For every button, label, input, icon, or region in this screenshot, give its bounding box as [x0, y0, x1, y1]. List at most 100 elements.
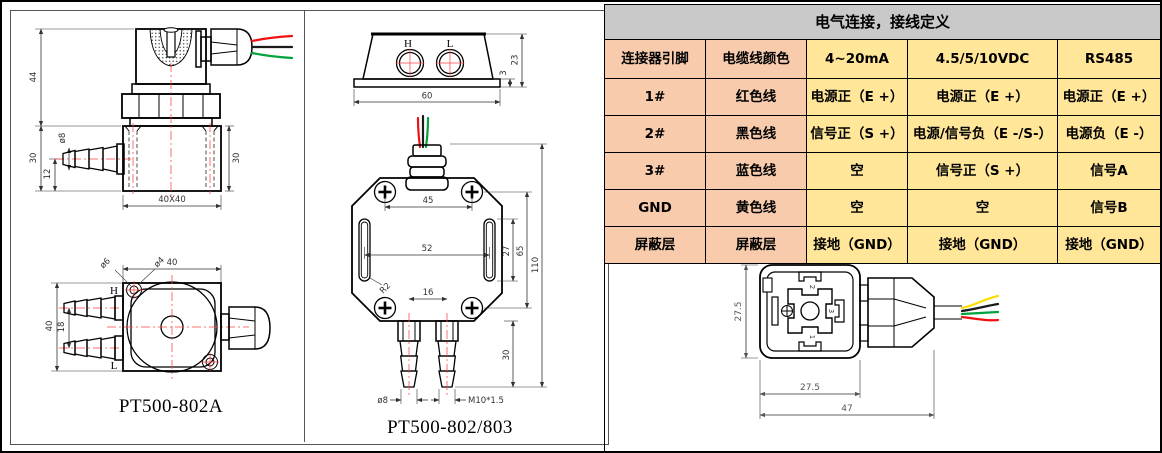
table-title-row: 电气连接，接线定义 — [603, 4, 1160, 40]
dim-height-27-5: 27.5 — [734, 301, 744, 321]
pt500-802-803-front-view: 45 52 27 65 110 — [351, 114, 547, 406]
table-cell: 电源正（E +） — [907, 78, 1058, 116]
keying-tab — [762, 277, 773, 293]
pt500-802-803-drawing: H L 23 3 60 — [351, 32, 547, 438]
center-screw-hole — [800, 301, 820, 321]
table-cell: 信号B — [1056, 189, 1160, 227]
dim-18: 18 — [57, 322, 67, 333]
wiring-table-wrap: 电气连接，接线定义 连接器引脚 电缆线颜色 4~20mA 4.5/5/10VDC… — [603, 4, 1160, 264]
green-wire — [250, 51, 294, 60]
dim-total-47: 47 — [841, 404, 852, 414]
table-row: 2# 黑色线 信号正（S +） 电源/信号负（E -/S-） 电源负（E -） — [604, 115, 1160, 153]
dim-16: 16 — [423, 288, 434, 298]
port-l-label: L — [111, 360, 118, 372]
col-header-color: 电缆线颜色 — [705, 39, 807, 79]
table-cell: 空 — [806, 189, 908, 227]
dim-3: 3 — [499, 70, 509, 75]
table-cell: 空 — [907, 189, 1058, 227]
dim-30-left: 30 — [29, 153, 39, 164]
ground-slot — [771, 296, 779, 326]
pt500-802-803-top-view: H L 23 3 60 — [353, 32, 527, 106]
barb-down-right — [437, 340, 457, 388]
black-wire — [960, 302, 1000, 313]
dim-30-right: 30 — [232, 153, 242, 164]
dim-23: 23 — [511, 55, 521, 66]
table-cell: 黄色线 — [705, 189, 807, 227]
pt500-802a-top-view: 40 40 18 — [45, 255, 271, 379]
dim-110: 110 — [531, 257, 541, 273]
yellow-wire — [960, 294, 1000, 310]
dim-60: 60 — [422, 92, 433, 102]
side-slot-left — [358, 218, 371, 282]
side-slot-right — [483, 218, 496, 282]
din-connector-dimensions: 27.5 27.5 47 — [734, 264, 935, 419]
dim-r2: R2 — [378, 281, 393, 296]
table-header-row: 连接器引脚 电缆线颜色 4~20mA 4.5/5/10VDC RS485 — [604, 39, 1160, 79]
dim-d8: ø8 — [58, 133, 68, 144]
col-header-pin: 连接器引脚 — [604, 39, 706, 79]
table-row: 屏蔽层 屏蔽层 接地（GND） 接地（GND） 接地（GND） — [604, 226, 1160, 264]
dim-d8: ø8 — [377, 396, 388, 406]
center-block — [787, 288, 833, 334]
table-cell: 1# — [604, 78, 706, 116]
table-cell: 电源正（E +） — [806, 78, 908, 116]
table-cell: 信号A — [1056, 152, 1160, 190]
sensor-body — [122, 125, 222, 192]
pin-3-contact — [834, 299, 845, 323]
table-row: 3# 蓝色线 空 信号正（S +） 信号A — [604, 152, 1160, 190]
din-connector-gland — [859, 277, 1000, 348]
dim-40-left: 40 — [45, 321, 55, 332]
barb-port-h — [63, 296, 116, 320]
table-cell: 接地（GND） — [806, 226, 908, 264]
col-header-420ma: 4~20mA — [806, 39, 908, 79]
table-cell: 电源/信号负（E -/S-） — [907, 115, 1058, 153]
caption-pt500-802-803: PT500-802/803 — [387, 417, 513, 438]
barb-port-l — [63, 336, 116, 360]
barb-down-left — [399, 340, 419, 388]
enclosure-octagon — [351, 177, 503, 322]
table-cell: 黑色线 — [705, 115, 807, 153]
table-cell: 红色线 — [705, 78, 807, 116]
barb-fitting-side — [62, 145, 118, 173]
col-header-rs485: RS485 — [1056, 39, 1160, 79]
dim-12: 12 — [43, 169, 53, 180]
pin-2-contact — [798, 271, 822, 282]
din-connector-drawing: 2 1 3 — [734, 264, 1000, 419]
dim-d6: ø6 — [98, 256, 113, 271]
table-cell: 信号正（S +） — [907, 152, 1058, 190]
hatched-recess — [149, 28, 193, 67]
table-cell: 3# — [604, 152, 706, 190]
gland-body — [867, 277, 935, 348]
mounting-flange — [353, 78, 501, 88]
pt500-802a-drawing: 44 30 12 ø8 30 40X40 — [29, 27, 294, 417]
port-h-label: H — [404, 38, 412, 50]
dim-52: 52 — [422, 244, 433, 254]
dim-27: 27 — [502, 246, 512, 257]
dim-44: 44 — [29, 72, 39, 83]
dim-d4: ø4 — [152, 255, 167, 270]
cable-gland-top-view — [228, 306, 271, 350]
red-wire — [416, 116, 422, 149]
pin-3-label: 3 — [827, 309, 835, 313]
table-cell: 信号正（S +） — [806, 115, 908, 153]
green-wire — [424, 116, 430, 149]
caption-pt500-802a: PT500-802A — [119, 396, 223, 417]
din-connector-face: 2 1 3 — [759, 264, 861, 359]
table-cell: GND — [604, 189, 706, 227]
port-l-label: L — [447, 38, 454, 50]
connector-screw-slot — [166, 29, 176, 58]
din-connector-drawing-wrap: 2 1 3 — [604, 247, 1160, 451]
wiring-table: 电气连接，接线定义 连接器引脚 电缆线颜色 4~20mA 4.5/5/10VDC… — [603, 4, 1160, 264]
table-cell: 接地（GND） — [1056, 226, 1160, 264]
pt500-802-803-cell: H L 23 3 60 — [305, 11, 608, 442]
pin-2-label: 2 — [808, 285, 816, 289]
dim-65: 65 — [516, 246, 526, 257]
green-wire — [960, 310, 1000, 316]
red-wire — [960, 315, 1000, 322]
port-h-label: H — [110, 285, 118, 297]
pt500-802a-cell: 44 30 12 ø8 30 40X40 — [11, 11, 305, 442]
table-cell: 2# — [604, 115, 706, 153]
cable-gland-side — [210, 28, 253, 66]
table-title: 电气连接，接线定义 — [603, 4, 1160, 40]
